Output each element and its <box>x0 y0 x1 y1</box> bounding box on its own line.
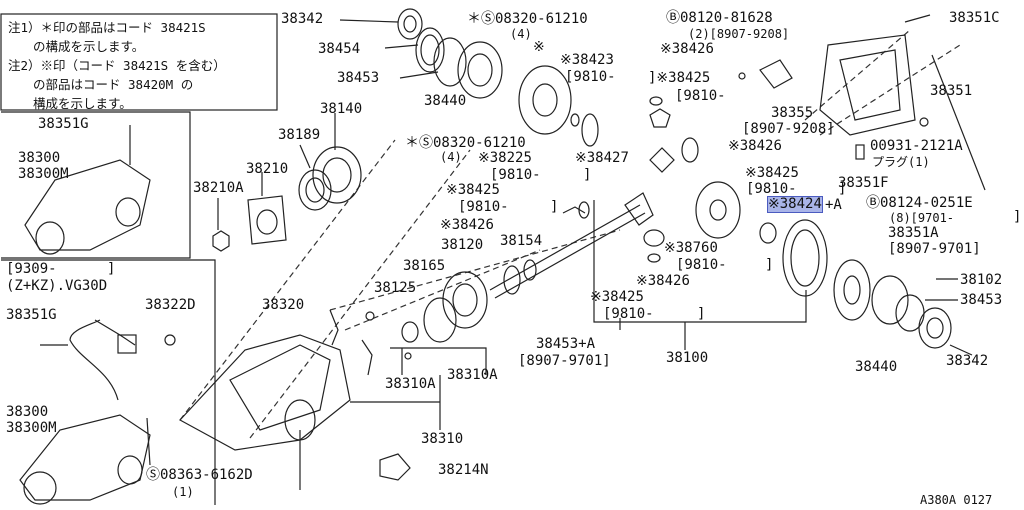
part-label-00931: 00931-2121A <box>870 138 963 154</box>
part-label-38453-right: 38453 <box>960 292 1003 308</box>
version-close-a: ] <box>107 261 116 277</box>
part-label-38310: 38310 <box>421 431 464 447</box>
part-label-38342-top: 38342 <box>281 11 324 27</box>
bolt-label-08320-c: ＊Ⓢ08320-61210 <box>405 135 526 151</box>
part-suffix-38424: +A <box>825 197 842 213</box>
part-date-38453A: [8907-9701] <box>518 353 611 369</box>
part-label-38425-c: ※38425 <box>446 182 500 198</box>
part-date-38425-b: [9810- <box>746 181 797 197</box>
bolt-close-d: ] <box>1013 209 1022 225</box>
bolt-label-08120: Ⓑ08120-81628 <box>666 10 773 26</box>
version-label-b: (Z+KZ).VG30D <box>6 278 108 294</box>
part-label-38300M-top: 38300M <box>18 166 69 182</box>
bolt-qty-c: (4) <box>440 150 462 164</box>
part-label-38427: ※38427 <box>575 150 629 166</box>
part-label-38125: 38125 <box>374 280 417 296</box>
part-label-38310A-a: 38310A <box>447 367 498 383</box>
note-line-1: 注1）＊印の部品はコード 38421S <box>8 20 206 35</box>
bolt-label-08320-a: ＊Ⓢ08320-61210 <box>467 11 588 27</box>
part-label-38351C: 38351C <box>949 10 1000 26</box>
part-label-38351A: 38351A <box>888 225 939 241</box>
bolt-qty-d: (8)[9701- <box>889 211 955 225</box>
part-label-38120: 38120 <box>441 237 484 253</box>
notes-frame <box>0 13 278 111</box>
part-date-38425-d: [9810- <box>603 306 654 322</box>
bolt-label-08124: Ⓑ08124-0251E <box>866 195 973 211</box>
part-label-38322D: 38322D <box>145 297 196 313</box>
note-line-2: の構成を示します。 <box>8 39 145 54</box>
part-label-38214N: 38214N <box>438 462 489 478</box>
part-label-38310A-b: 38310A <box>385 376 436 392</box>
bolt-label-08363: Ⓢ08363-6162D <box>146 467 253 483</box>
part-label-38453-top: 38453 <box>337 70 380 86</box>
part-label-38440-right: 38440 <box>855 359 898 375</box>
part-label-38454: 38454 <box>318 41 361 57</box>
note-line-3: 注2）※印（コード 38421S を含む） <box>8 58 226 73</box>
part-date-38425-a: [9810- <box>675 88 726 104</box>
part-close-38760: ] <box>765 257 774 273</box>
part-label-38351G-top: 38351G <box>38 116 89 132</box>
part-date-38351A: [8907-9701] <box>888 241 981 257</box>
part-label-38355: 38355 <box>771 105 814 121</box>
part-label-38426-c: ※38426 <box>440 217 494 233</box>
part-close-38225: ] <box>583 167 592 183</box>
part-label-38225: ※38225 <box>478 150 532 166</box>
part-label-38424-highlighted[interactable]: ※38424 <box>767 196 823 213</box>
inset-frame-top <box>1 111 191 259</box>
part-label-38154: 38154 <box>500 233 543 249</box>
bolt-qty-a: (4) <box>510 27 532 41</box>
part-label-38453A: 38453+A <box>536 336 596 352</box>
part-date-38423: [9810- <box>565 69 616 85</box>
part-label-38760: ※38760 <box>664 240 718 256</box>
part-date-38225: [9810- <box>490 167 541 183</box>
mark-38423: ※ <box>533 39 545 55</box>
note-line-5: 構成を示します。 <box>8 96 132 111</box>
part-label-38440-top: 38440 <box>424 93 467 109</box>
part-label-38165: 38165 <box>403 258 446 274</box>
part-label-38351G-left: 38351G <box>6 307 57 323</box>
bolt-qty-e: (1) <box>172 485 194 499</box>
part-label-38300M-bottom: 38300M <box>6 420 57 436</box>
part-label-38426-d: ※38426 <box>636 273 690 289</box>
part-label-38342-right: 38342 <box>946 353 989 369</box>
part-label-38351F: 38351F <box>838 175 889 191</box>
part-label-38320: 38320 <box>262 297 305 313</box>
part-date-38760: [9810- <box>676 257 727 273</box>
part-label-38423: ※38423 <box>560 52 614 68</box>
diagram-code: A380A 0127 <box>920 493 993 507</box>
part-label-38426-b: ※38426 <box>728 138 782 154</box>
part-label-38425-b: ※38425 <box>745 165 799 181</box>
part-label-38300-bottom: 38300 <box>6 404 49 420</box>
part-close-38425-c: ] <box>550 199 559 215</box>
part-close-38425-b: ] <box>838 181 847 197</box>
part-label-38426-a: ※38426 <box>660 41 714 57</box>
part-label-38140: 38140 <box>320 101 363 117</box>
inset-frame-bottom <box>1 259 216 505</box>
part-label-38351: 38351 <box>930 83 973 99</box>
part-close-38425-d: ] <box>697 306 706 322</box>
plug-label: プラグ(1) <box>872 155 930 169</box>
part-label-38102: 38102 <box>960 272 1003 288</box>
part-label-38300-top: 38300 <box>18 150 61 166</box>
note-line-4: の部品はコード 38420M の <box>8 77 194 92</box>
part-label-38425-a: ]※38425 <box>648 70 711 86</box>
part-label-38189: 38189 <box>278 127 321 143</box>
part-label-38210: 38210 <box>246 161 289 177</box>
part-label-38100: 38100 <box>666 350 709 366</box>
part-label-38210A: 38210A <box>193 180 244 196</box>
bolt-qty-b: (2)[8907-9208] <box>688 27 790 41</box>
part-label-38425-d: ※38425 <box>590 289 644 305</box>
carrier-housing-outline <box>179 334 351 451</box>
part-date-38425-c: [9810- <box>458 199 509 215</box>
part-date-38355: [8907-9208] <box>742 121 835 137</box>
version-label-a: [9309- <box>6 261 57 277</box>
